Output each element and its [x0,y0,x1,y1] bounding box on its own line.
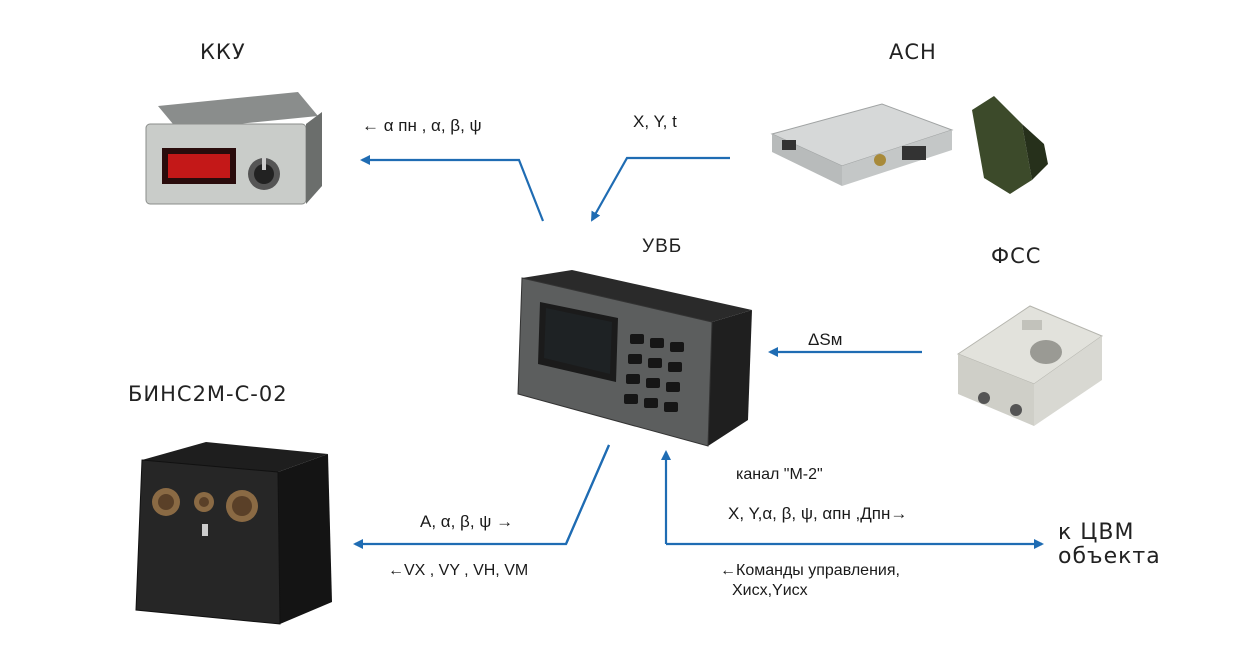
cvm-in-label-2: Хисх,Yисх [732,582,808,599]
bins-in-label: ←VX , VY , VH, VM [388,562,529,579]
kku-device-image [145,92,322,205]
uvb-title: УВБ [642,236,683,257]
ash-title: АСН [889,40,937,64]
arrow-bins-to-uvb [564,444,611,545]
bins-out-label: A, α, β, ψ → [420,512,514,531]
fss-device-image [956,305,1104,426]
channel-label: канал "М-2" [736,466,823,483]
cvm-out-label: X, Y,α, β, ψ, αпн ,Дпн→ [728,504,908,523]
fss-params-label: ΔSм [808,330,843,349]
cvm-title-1: к ЦВМ [1058,520,1135,545]
ash-device-image [770,96,1048,194]
bins-device-image [135,442,332,625]
kku-title: ККУ [200,40,246,64]
arrow-uvb-to-kku [360,155,545,222]
cvm-title-2: объекта [1058,544,1161,569]
uvb-device-image [517,270,752,447]
arrow-ash-to-uvb [591,156,730,222]
kku-params-label: ← α пн , α, β, ψ [362,116,482,135]
fss-title: ФСС [991,244,1042,268]
bins-title: БИНС2М-С-02 [128,382,288,406]
cvm-in-label-1: ←Команды управления, [720,562,900,579]
ash-params-label: X, Y, t [633,112,677,131]
